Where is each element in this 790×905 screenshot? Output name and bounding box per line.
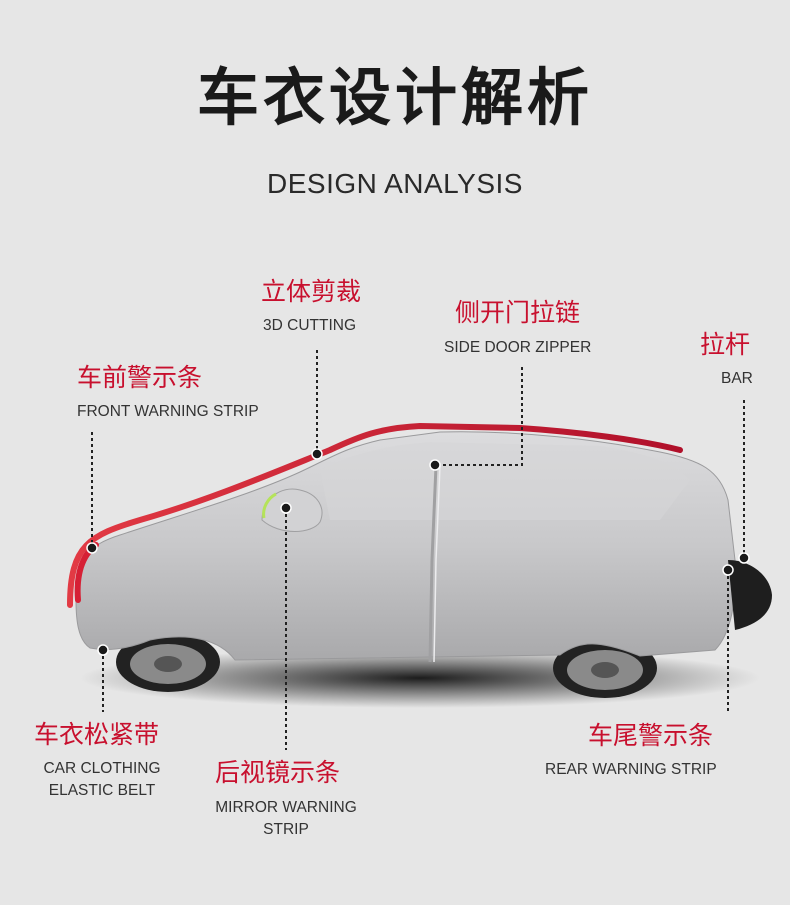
zipper-label-en: SIDE DOOR ZIPPER — [444, 339, 592, 356]
rear-bumper — [728, 560, 772, 630]
front-strip-anchor-dot — [86, 542, 98, 554]
elastic-anchor-dot — [97, 644, 109, 656]
mirror-label-cn: 后视镜示条 — [215, 758, 341, 787]
rear-strip-label-cn: 车尾警示条 — [588, 721, 714, 750]
bar-label-cn: 拉杆 — [700, 330, 751, 359]
roof-warning-strip — [67, 422, 683, 608]
mirror-cover — [261, 488, 323, 532]
zipper-label-cn: 侧开门拉链 — [455, 298, 581, 327]
elastic-label-en-line2: ELASTIC BELT — [48, 782, 156, 799]
elastic-label-en-line1: CAR CLOTHING — [43, 760, 161, 777]
mirror-label-en-line2: STRIP — [263, 821, 309, 838]
front-strip-label-cn: 车前警示条 — [77, 363, 203, 392]
rear-strip-label-en: REAR WARNING STRIP — [545, 761, 717, 778]
cutting-label-en: 3D CUTTING — [263, 317, 356, 334]
front-strip-label-en: FRONT WARNING STRIP — [77, 403, 259, 420]
page-subtitle: DESIGN ANALYSIS — [267, 168, 523, 199]
cutting-anchor-dot — [311, 448, 323, 460]
bar-anchor-dot — [738, 552, 750, 564]
cover-window-fold — [320, 442, 690, 520]
bar-label-en: BAR — [721, 370, 753, 387]
rear-strip-anchor-dot — [722, 564, 734, 576]
front-wheel — [116, 632, 220, 692]
elastic-label-cn: 车衣松紧带 — [34, 720, 160, 749]
cutting-label-cn: 立体剪裁 — [261, 277, 362, 306]
mirror-label-en-line1: MIRROR WARNING — [215, 799, 357, 816]
door-zipper-seam — [428, 465, 438, 663]
zipper-guide-line — [435, 367, 523, 466]
elastic-label-en: CAR CLOTHING ELASTIC BELT — [37, 758, 167, 802]
zipper-anchor-dot — [429, 459, 441, 471]
page-title: 车衣设计解析 — [196, 61, 593, 134]
mirror-anchor-dot — [280, 502, 292, 514]
mirror-label-en: MIRROR WARNING STRIP — [206, 797, 366, 841]
